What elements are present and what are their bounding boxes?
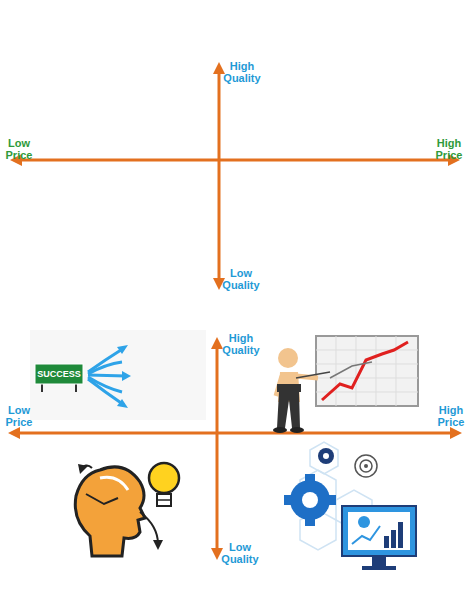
axis-label: Low Quality	[221, 267, 261, 291]
presenter-illustration	[273, 336, 418, 433]
axis-label: High Quality	[222, 60, 262, 84]
axis-label: Low Price	[2, 404, 36, 428]
gears-monitor-illustration	[284, 442, 416, 570]
success-illustration	[30, 330, 206, 420]
axis-label: High Quality	[219, 332, 263, 356]
axis-arrowheads	[8, 62, 462, 560]
idea-head-illustration	[75, 463, 179, 556]
sign-text: SUCCESS	[35, 369, 83, 380]
axis-label: High Price	[430, 404, 472, 428]
axis-label: Low Quality	[219, 541, 261, 565]
axis-label: High Price	[428, 137, 470, 161]
axis-lines	[16, 70, 454, 552]
axis-label: Low Price	[2, 137, 36, 161]
